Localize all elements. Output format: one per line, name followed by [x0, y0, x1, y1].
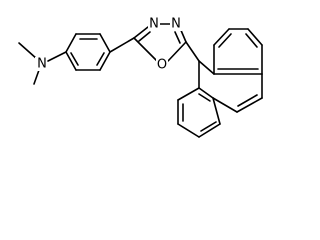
oxadiazole-n4-c5-double	[174, 31, 181, 44]
lower-ring-bond-4	[198, 123, 221, 138]
top-ring-bond-4	[247, 28, 263, 46]
oxadiazole-o1-c2	[133, 37, 158, 62]
oxadiazole-c2-n3	[133, 26, 149, 39]
anthracene-top-ring	[213, 28, 263, 75]
atom-label-n-oxadiazole-left: N	[149, 17, 159, 32]
chemical-structure-diagram: N N N O	[18, 17, 263, 138]
bond-methyl-up	[18, 42, 38, 60]
lower-ring-bond-1	[177, 87, 200, 101]
top-ring-bond-2	[213, 28, 230, 46]
top-ring-double-1	[218, 33, 232, 48]
middle-ring-bond-5	[212, 97, 238, 113]
atom-label-n-dimethylamino: N	[37, 57, 47, 72]
bond-n-to-phenyl	[47, 51, 67, 62]
dimethylamino-group	[18, 42, 67, 85]
phenyl-ring	[65, 33, 111, 71]
phenyl-bond-6	[65, 51, 77, 71]
atom-labels: N N N O	[35, 17, 182, 73]
top-ring-double-2	[245, 33, 258, 48]
phenyl-bond-4	[99, 51, 111, 71]
middle-ring-bond-1	[198, 60, 215, 75]
lower-ring-bond-5	[212, 97, 221, 125]
lower-ring-bond-3	[177, 123, 200, 138]
bond-phenyl-to-oxadiazole	[109, 37, 135, 53]
phenyl-double-2	[96, 52, 105, 66]
middle-ring-double-right	[237, 94, 258, 107]
atom-label-o-oxadiazole: O	[157, 58, 167, 73]
middle-ring-bond-4	[236, 97, 263, 113]
atom-label-n-oxadiazole-right: N	[171, 17, 181, 32]
anthracene-middle-ring	[198, 60, 263, 113]
middle-ring-bond-7	[198, 87, 214, 99]
phenyl-double-3	[70, 52, 79, 66]
anthracene-lower-ring	[177, 87, 221, 138]
oxadiazole-c5-o1	[167, 41, 187, 62]
phenyl-bond-3	[99, 33, 111, 53]
bond-oxadiazole-to-anthracene	[185, 41, 200, 62]
oxadiazole-c2-n3-double	[138, 31, 151, 42]
bond-methyl-down	[33, 69, 40, 85]
lower-ring-double-2	[200, 121, 217, 132]
phenyl-bond-1	[65, 33, 77, 53]
lower-ring-double-3	[198, 93, 211, 102]
